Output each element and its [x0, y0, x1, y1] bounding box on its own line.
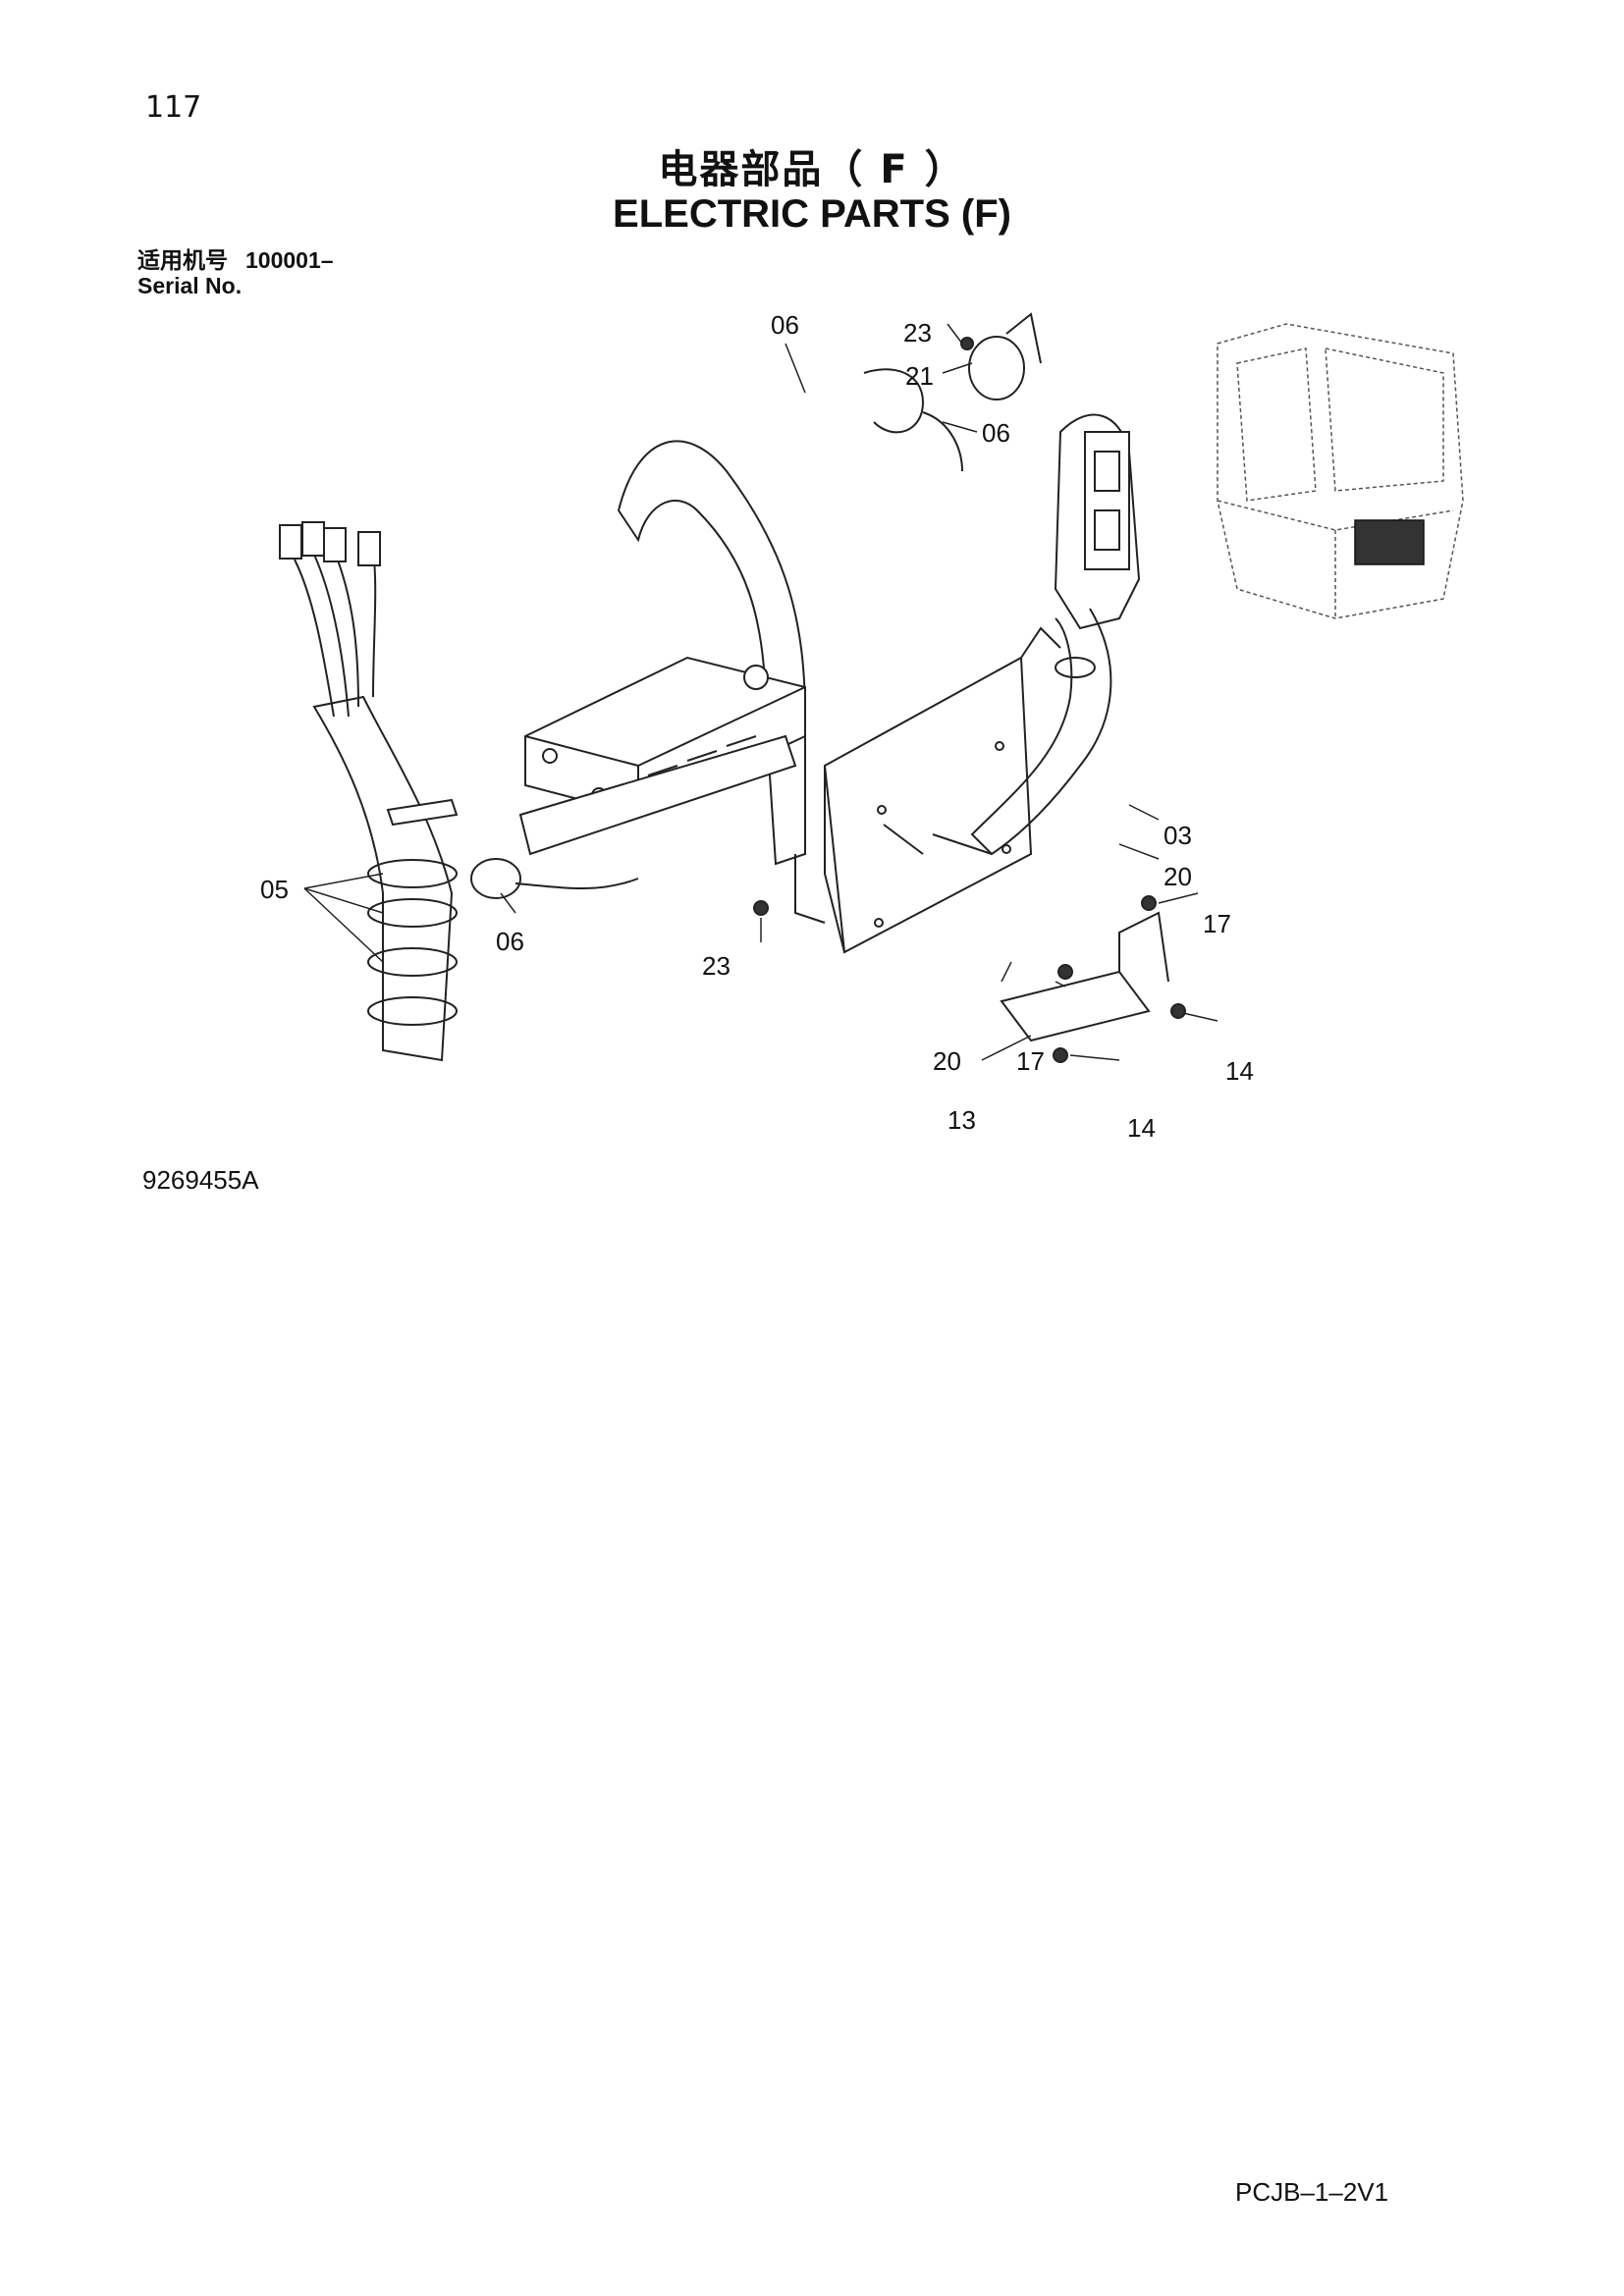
callout-23-top: 23 [903, 318, 932, 347]
horn-assembly [863, 312, 1042, 472]
callout-14-lower: 14 [1127, 1113, 1156, 1143]
callout-20-right: 20 [1164, 862, 1192, 891]
connecting-cable [514, 878, 639, 889]
cab-inset-illustration [1217, 323, 1464, 619]
callout-14-upper: 14 [1225, 1056, 1254, 1086]
callout-17-lower: 17 [1016, 1046, 1045, 1076]
callout-13: 13 [947, 1105, 976, 1135]
callout-21: 21 [905, 361, 934, 391]
serial-line-cn: 适用机号 100001– [137, 247, 334, 273]
controller-unit [518, 656, 806, 856]
document-code: PCJB–1–2V1 [1235, 2177, 1389, 2207]
left-harness [279, 521, 521, 1062]
right-harness [883, 413, 1141, 856]
serial-label-en: Serial No. [137, 273, 243, 298]
serial-info: 适用机号 100001– Serial No. [137, 247, 334, 298]
serial-range: 100001– [245, 247, 334, 273]
title-english: ELECTRIC PARTS (F) [613, 192, 1011, 236]
callout-06-left: 06 [496, 927, 524, 956]
callout-17-right: 17 [1203, 909, 1231, 938]
callout-23-lower: 23 [702, 951, 731, 981]
parts-diagram: 06 23 21 06 03 20 17 14 14 13 17 20 23 0… [260, 310, 1464, 1143]
page-number: 117 [145, 90, 202, 125]
mounting-plate [794, 626, 1061, 954]
callout-06-right: 06 [982, 418, 1010, 448]
title-chinese: 电器部品（ F ） [658, 147, 966, 192]
diagram-number: 9269455A [142, 1165, 259, 1195]
callout-06-top: 06 [771, 310, 799, 340]
bolts [753, 895, 1157, 980]
callout-20-lower: 20 [933, 1046, 961, 1076]
callout-03: 03 [1164, 821, 1192, 850]
serial-label-cn: 适用机号 [137, 247, 228, 273]
callout-05: 05 [260, 875, 289, 904]
leader-lines [303, 323, 1218, 1061]
lower-bracket [1000, 911, 1186, 1063]
